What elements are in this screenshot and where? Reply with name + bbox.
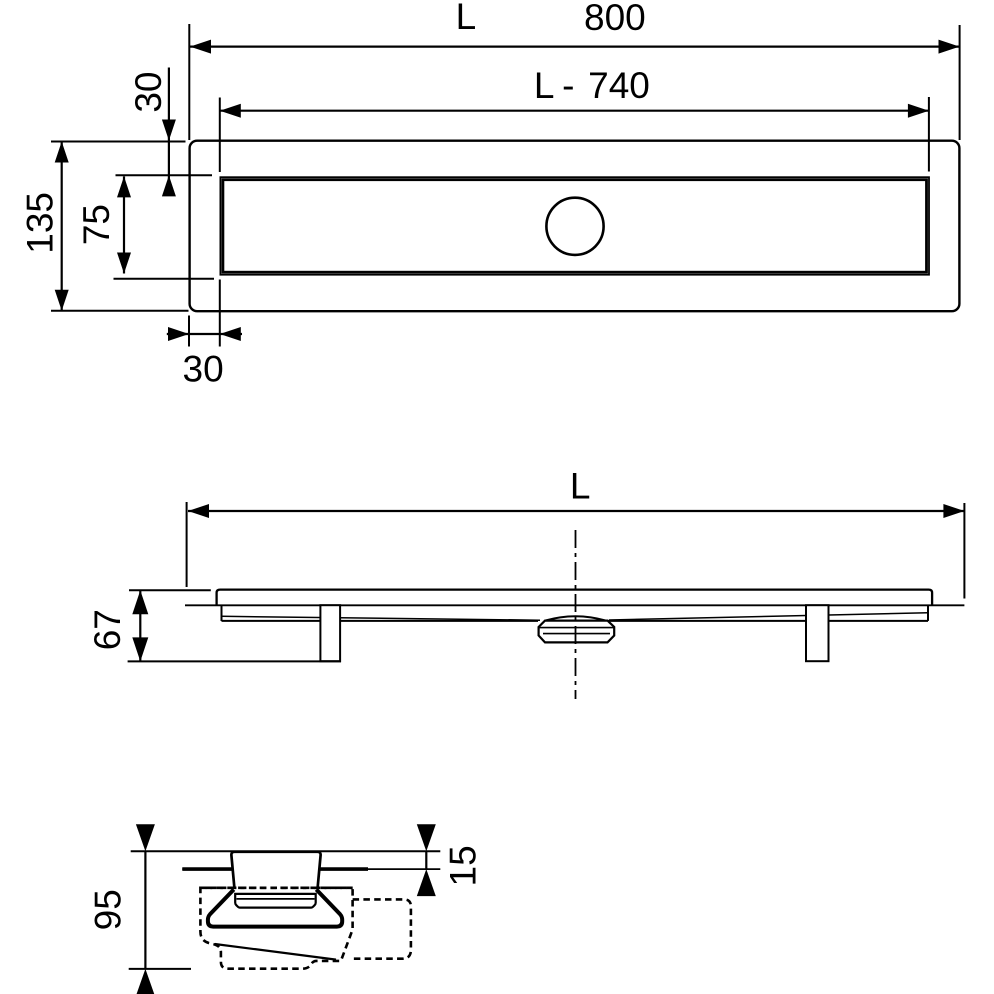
svg-text:L: L [570,466,591,507]
svg-text:15: 15 [442,845,483,886]
svg-text:L: L [456,0,477,37]
svg-text:-: - [562,65,574,106]
svg-text:L: L [534,65,555,106]
svg-text:740: 740 [588,65,650,106]
svg-text:135: 135 [20,192,61,254]
svg-text:800: 800 [584,0,646,38]
svg-text:95: 95 [88,889,129,930]
svg-text:30: 30 [128,72,169,113]
svg-text:75: 75 [76,204,117,245]
svg-text:67: 67 [87,609,128,650]
svg-text:30: 30 [183,348,224,389]
